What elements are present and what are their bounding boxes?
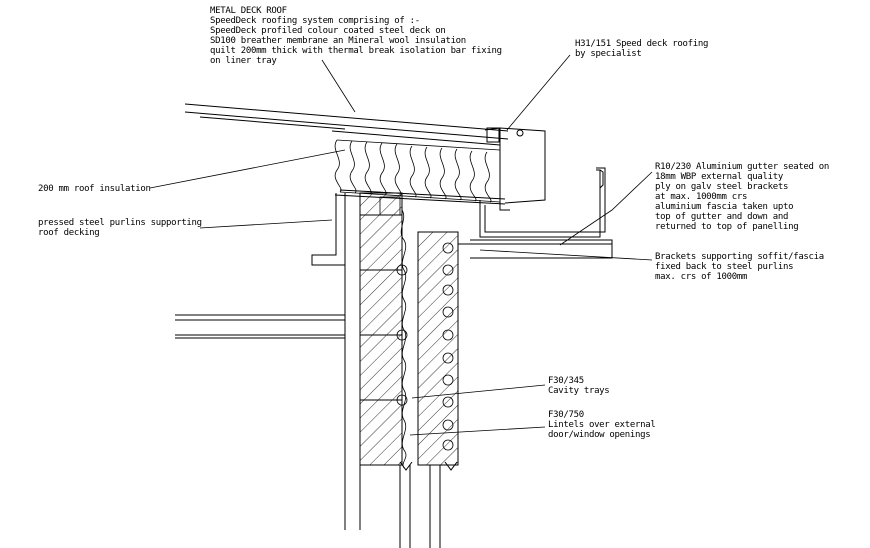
steel-purlin [311,193,346,266]
roof-annotation-line: SpeedDeck roofing system comprising of :… [210,16,420,26]
gutter [458,167,613,259]
lintels-annotation-line: F30/750 [548,410,584,420]
gutter-annotation-line: R10/230 Aluminium gutter seated on [655,162,830,172]
roof-annotation-title: METAL DECK ROOF [210,6,287,16]
eaves-trim [484,127,546,211]
gutter-annotation-line: returned to top of panelling [655,222,799,232]
cavity-annotation-line: F30/345 [548,376,584,386]
roof-deck [184,103,509,205]
gutter-annotation-line: at max. 1000mm crs [655,192,748,202]
lintels-annotation-line: Lintels over external [548,420,656,430]
gutter-annotation-line: ply on galv steel brackets [655,182,789,192]
lintels-annotation-line: door/window openings [548,430,651,440]
roof-annotation-line: on liner tray [210,56,277,66]
gutter-annotation-line: aluminium fascia taken upto [655,202,794,212]
wall-section [359,192,459,466]
roof-annotation-line: SpeedDeck profiled colour coated steel d… [210,26,446,36]
leader-lines [149,54,653,436]
h31-annotation-line: H31/151 Speed deck roofing [575,39,709,49]
h31-annotation-line: by specialist [575,49,642,59]
purlins-annotation-line: roof decking [38,228,100,238]
insulation-annotation: 200 mm roof insulation [38,184,151,194]
cavity-annotation-line: Cavity trays [548,386,610,396]
cavity-ties [396,209,454,469]
purlins-annotation-line: pressed steel purlins supporting [38,218,202,228]
brackets-annotation-line: Brackets supporting soffit/fascia [655,252,824,262]
roof-annotation-line: SD100 breather membrane an Mineral wool … [210,36,466,46]
brackets-annotation-line: fixed back to steel purlins [655,262,794,272]
window-frame [175,193,458,548]
brackets-annotation-line: max. crs of 1000mm [655,272,748,282]
roof-annotation-line: quilt 200mm thick with thermal break iso… [210,46,502,56]
gutter-annotation-line: top of gutter and down and [655,212,789,222]
gutter-annotation-line: 18mm WBP external quality [655,172,783,182]
